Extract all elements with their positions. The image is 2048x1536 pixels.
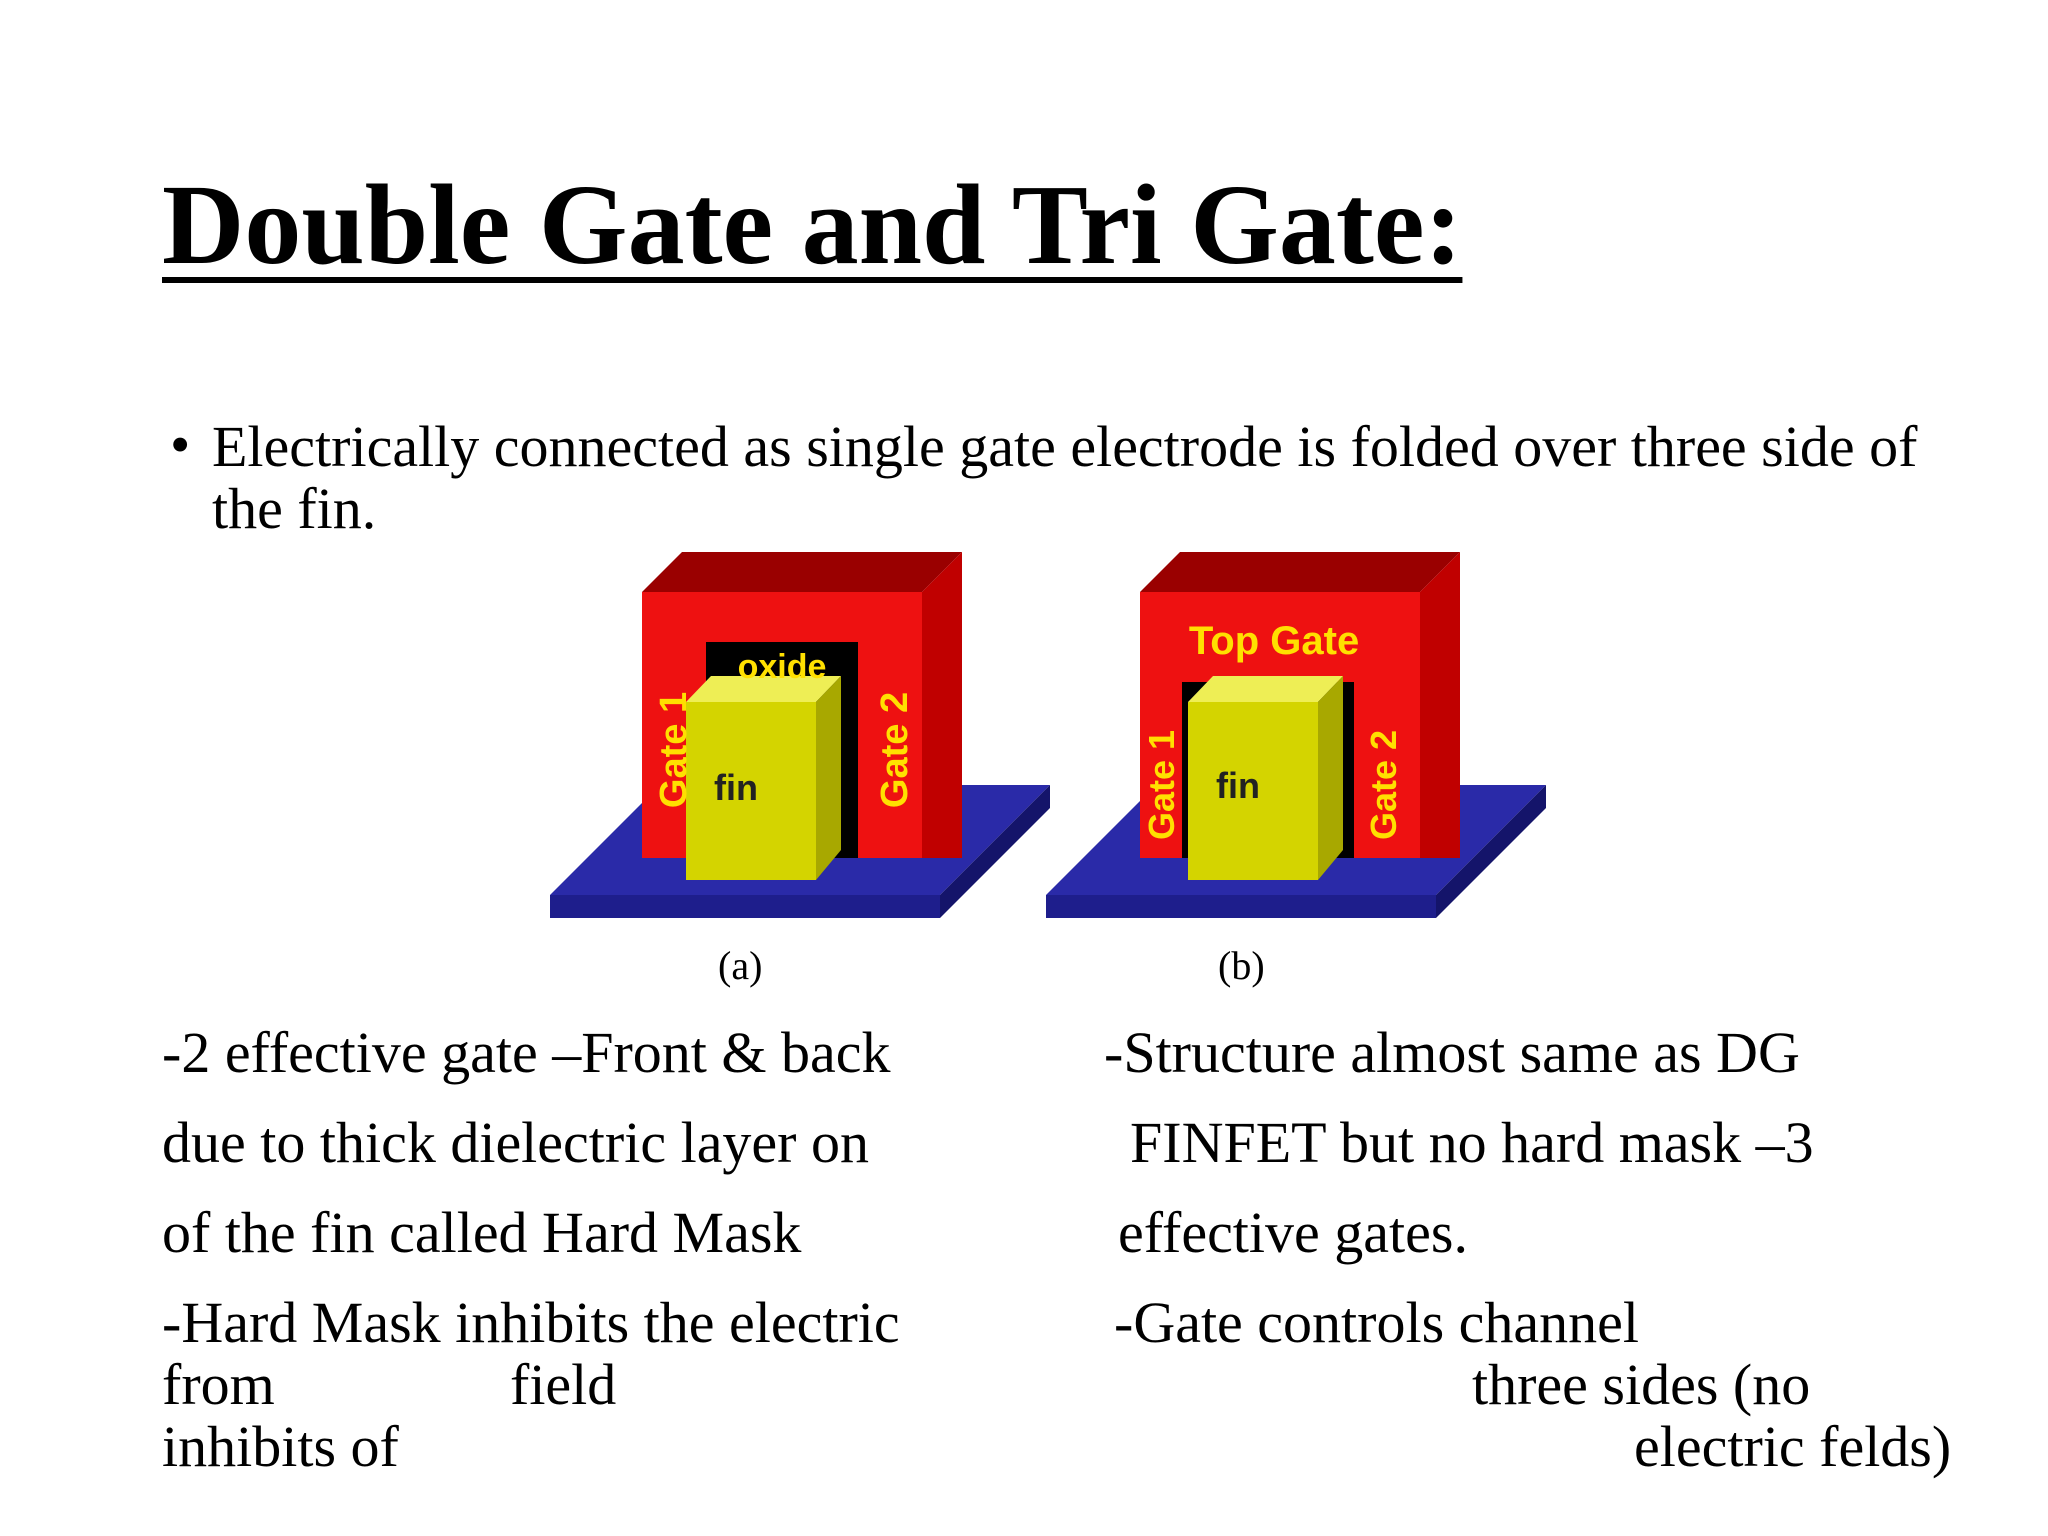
left-text-line-5a: from: [162, 1352, 275, 1417]
caption-a: (a): [718, 943, 763, 988]
fin-top: [686, 676, 841, 702]
left-text-line-2: due to thick dielectric layer on: [162, 1110, 869, 1175]
left-text-line-3: of the fin called Hard Mask: [162, 1200, 802, 1265]
gate-side: [1420, 552, 1460, 858]
double-gate-diagram: oxide fin Gate 1 Gate 2: [550, 552, 1050, 918]
left-text-line-4: -Hard Mask inhibits the electric: [162, 1290, 900, 1355]
gate2-label: Gate 2: [1363, 730, 1404, 840]
fin-front: [1188, 702, 1318, 880]
page-title: Double Gate and Tri Gate:: [162, 161, 1463, 288]
substrate-front: [550, 895, 940, 918]
fin-side: [816, 676, 841, 880]
right-text-line-1: -Structure almost same as DG: [1104, 1020, 1800, 1085]
gate1-label: Gate 1: [1141, 730, 1182, 840]
gate1-label: Gate 1: [653, 692, 695, 808]
fin-side: [1318, 676, 1343, 880]
gate-side: [922, 552, 962, 858]
top-gate-label: Top Gate: [1189, 619, 1359, 663]
left-text-line-6: inhibits of: [162, 1414, 399, 1479]
fin-top: [1188, 676, 1343, 702]
fin-label: fin: [1216, 765, 1260, 806]
figure-double-gate: oxide fin Gate 1 Gate 2: [550, 540, 1080, 960]
gate-top: [642, 552, 962, 592]
substrate-side: [1436, 785, 1546, 918]
caption-b: (b): [1218, 943, 1265, 988]
right-text-line-4: -Gate controls channel: [1114, 1290, 1640, 1355]
fin-label: fin: [714, 767, 758, 808]
gate-top: [1140, 552, 1460, 592]
substrate-side: [940, 785, 1050, 918]
oxide-label: oxide: [738, 648, 827, 686]
right-text-line-6: electric felds): [1634, 1414, 1952, 1479]
tri-gate-diagram: Top Gate fin Gate 1 Gate 2: [1046, 552, 1546, 918]
fin-front: [686, 702, 816, 880]
right-text-line-2: FINFET but no hard mask –3: [1130, 1110, 1814, 1175]
bullet-marker: •: [170, 412, 191, 477]
bullet-text: Electrically connected as single gate el…: [212, 414, 1918, 541]
figure-tri-gate: Top Gate fin Gate 1 Gate 2: [1046, 540, 1576, 960]
left-text-line-5b: field: [510, 1352, 617, 1417]
right-text-line-5: three sides (no: [1472, 1352, 1811, 1417]
gate2-label: Gate 2: [874, 692, 916, 808]
substrate-front: [1046, 895, 1436, 918]
right-text-line-3: effective gates.: [1118, 1200, 1468, 1265]
left-text-line-1: -2 effective gate –Front & back: [162, 1020, 891, 1085]
